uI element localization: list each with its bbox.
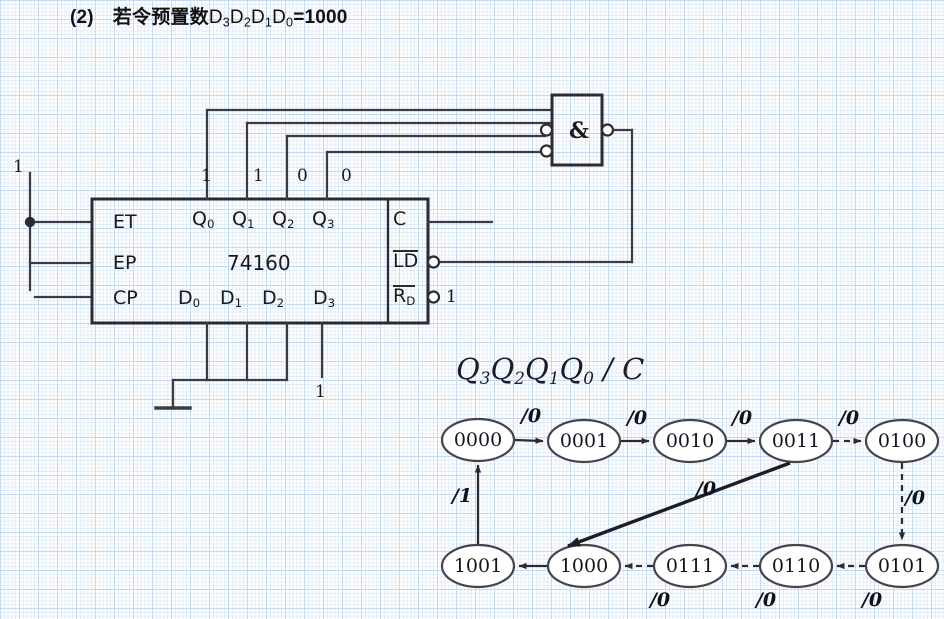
state-diagram-title: Q3Q2Q1Q0 / C bbox=[456, 352, 644, 388]
preset-symbol-d0: D0 bbox=[272, 7, 294, 30]
chip-pin-d3: D3 bbox=[313, 287, 336, 310]
chip-pin-d2: D2 bbox=[262, 287, 285, 310]
transition-label-0101-0110: /0 bbox=[860, 589, 882, 611]
rd-tied-high-label: 1 bbox=[446, 287, 457, 307]
title-number: (2) bbox=[70, 7, 94, 28]
q0-tap-value: 1 bbox=[201, 166, 212, 186]
chip-pin-d0: D0 bbox=[178, 287, 201, 310]
state-label-0011: 0011 bbox=[772, 430, 820, 452]
and-gate-symbol: & bbox=[569, 118, 589, 144]
chip-pin-et: ET bbox=[113, 211, 137, 233]
state-node-0111[interactable] bbox=[652, 543, 728, 589]
transition-label-0110-0111: /0 bbox=[754, 589, 776, 611]
title-separator: / bbox=[603, 352, 613, 386]
enable-source-label: 1 bbox=[13, 157, 24, 177]
transition-0000-0001 bbox=[514, 437, 544, 444]
title-q0: Q0 bbox=[559, 352, 594, 389]
state-label-0000: 0000 bbox=[454, 429, 502, 451]
state-label-1000: 1000 bbox=[560, 555, 608, 577]
title-chinese-text: 若令预置数 bbox=[112, 7, 209, 28]
state-diagram: 0000 0001 0010 0011 0100 1001 1000 0111 … bbox=[440, 405, 940, 611]
state-node-0000[interactable] bbox=[440, 417, 516, 463]
gate-input-bubble-q2 bbox=[539, 123, 554, 137]
title-output-c: C bbox=[622, 352, 645, 386]
ld-pin-bubble bbox=[426, 255, 441, 269]
junction-dot-enable bbox=[24, 216, 36, 228]
transition-label-0010-0011: /0 bbox=[730, 407, 752, 429]
preset-symbol-d3: D3 bbox=[208, 7, 230, 30]
state-node-0100[interactable] bbox=[864, 418, 940, 464]
q2-tap-value: 0 bbox=[297, 166, 308, 186]
q3-tap-value: 0 bbox=[341, 166, 352, 186]
chip-pin-d1: D1 bbox=[220, 287, 243, 310]
chip-pin-q2: Q2 bbox=[272, 208, 295, 231]
state-node-1000[interactable] bbox=[546, 543, 622, 589]
state-node-1001[interactable] bbox=[440, 543, 516, 589]
state-node-0001[interactable] bbox=[546, 418, 622, 464]
chip-pin-ld: LD bbox=[393, 250, 419, 272]
state-label-0101: 0101 bbox=[878, 555, 926, 577]
preset-value: =1000 bbox=[293, 7, 348, 28]
title-q3: Q3 bbox=[456, 352, 491, 389]
transition-label-0011-1000: /0 bbox=[694, 478, 716, 500]
state-label-1001: 1001 bbox=[454, 555, 502, 577]
d3-tied-high-label: 1 bbox=[315, 382, 326, 402]
state-label-0110: 0110 bbox=[772, 555, 820, 577]
q1-tap-value: 1 bbox=[253, 166, 264, 186]
state-node-0101[interactable] bbox=[864, 543, 940, 589]
transition-label-0001-0010: /0 bbox=[625, 407, 647, 429]
transition-label-0100-0101: /0 bbox=[903, 487, 925, 509]
page-title: (2) 若令预置数D3D2D1D0=1000 bbox=[70, 2, 348, 30]
gate-input-bubble-q3 bbox=[539, 144, 554, 158]
transition-label-0111-1000: /0 bbox=[648, 589, 670, 611]
state-node-0010[interactable] bbox=[652, 418, 728, 464]
chip-pin-ep: EP bbox=[113, 252, 137, 274]
rd-pin-bubble bbox=[426, 290, 441, 304]
gate-output-bubble bbox=[600, 123, 615, 137]
chip-pin-q0: Q0 bbox=[192, 208, 215, 231]
title-q1: Q1 bbox=[524, 352, 560, 389]
state-label-0100: 0100 bbox=[878, 430, 926, 452]
state-label-0001: 0001 bbox=[560, 430, 608, 452]
state-label-0010: 0010 bbox=[666, 430, 714, 452]
chip-pin-cp: CP bbox=[113, 287, 138, 309]
state-label-0111: 0111 bbox=[666, 555, 714, 577]
preset-symbol-d2: D2 bbox=[229, 7, 251, 30]
state-node-0011[interactable] bbox=[758, 418, 834, 464]
transition-label-0000-0001: /0 bbox=[519, 405, 541, 427]
title-q2: Q2 bbox=[490, 352, 525, 389]
chip-pin-c: C bbox=[393, 208, 407, 230]
chip-pin-q3: Q3 bbox=[312, 208, 335, 231]
chip-pin-q1: Q1 bbox=[232, 208, 255, 231]
transition-0011-1000 bbox=[567, 461, 791, 548]
chip-pin-rd: RD bbox=[393, 285, 416, 308]
preset-symbol-d1: D1 bbox=[251, 7, 273, 30]
transition-label-0011-0100: /0 bbox=[837, 407, 859, 429]
state-node-0110[interactable] bbox=[758, 543, 834, 589]
chip-part-number: 74160 bbox=[227, 251, 291, 275]
transition-label-1001-0000: /1 bbox=[450, 485, 472, 507]
